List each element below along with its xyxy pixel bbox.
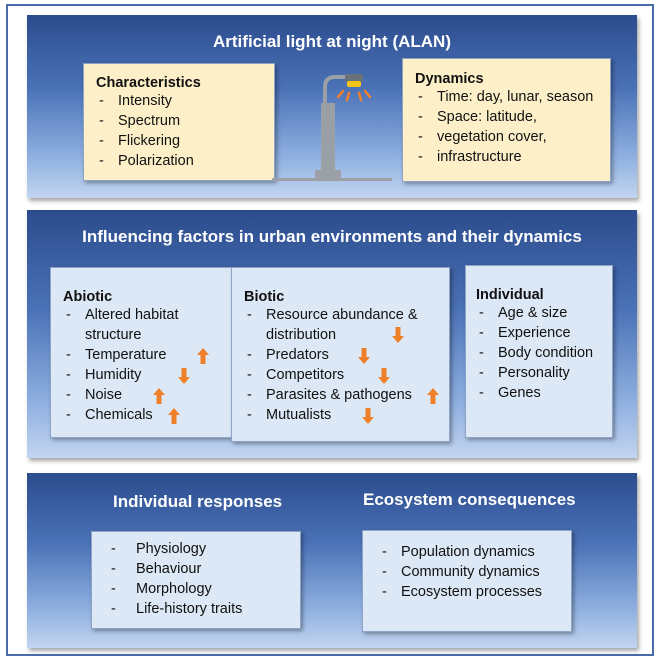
list-item: Polarization <box>96 151 264 171</box>
alan-panel: Artificial light at night (ALAN) Charact… <box>27 15 637 198</box>
list-item: Chemicals <box>63 405 229 425</box>
list-item: Temperature <box>63 345 229 365</box>
up-arrow-icon <box>427 388 439 404</box>
characteristics-box: Characteristics Intensity Spectrum Flick… <box>83 63 275 181</box>
characteristics-list: Intensity Spectrum Flickering Polarizati… <box>96 91 264 171</box>
up-arrow-icon <box>153 388 165 404</box>
street-lamp-icon <box>272 74 392 181</box>
list-item: Experience <box>476 323 606 343</box>
biotic-list: Resource abundance &distribution Predato… <box>244 305 441 425</box>
down-arrow-icon <box>178 368 190 384</box>
individual-heading: Individual <box>476 287 544 303</box>
list-item: Predators <box>244 345 441 365</box>
responses-list: Physiology Behaviour Morphology Life-his… <box>108 539 292 619</box>
list-item: Parasites & pathogens <box>244 385 441 405</box>
list-item: Space: latitude, <box>415 107 600 127</box>
up-arrow-icon <box>168 408 180 424</box>
list-item: Age & size <box>476 303 606 323</box>
alan-title: Artificial light at night (ALAN) <box>213 32 451 51</box>
list-item: Noise <box>63 385 229 405</box>
list-item: Spectrum <box>96 111 264 131</box>
list-item: Physiology <box>108 539 292 559</box>
ecosystem-list: Population dynamics Community dynamics E… <box>379 542 563 602</box>
list-item: Body condition <box>476 343 606 363</box>
responses-title: Individual responses <box>113 492 283 511</box>
list-item: Time: day, lunar, season <box>415 87 600 107</box>
list-item: infrastructure <box>415 147 600 167</box>
list-item: Community dynamics <box>379 562 563 582</box>
individual-box: Individual Age & size Experience Body co… <box>465 265 613 438</box>
list-item: Genes <box>476 383 606 403</box>
down-arrow-icon <box>378 368 390 384</box>
factors-panel: Influencing factors in urban environment… <box>27 210 637 458</box>
list-item: vegetation cover, <box>415 127 600 147</box>
list-item: Life-history traits <box>108 599 292 619</box>
list-item: Behaviour <box>108 559 292 579</box>
dynamics-heading: Dynamics <box>415 71 484 87</box>
abiotic-heading: Abiotic <box>63 289 113 305</box>
factors-title: Influencing factors in urban environment… <box>82 227 582 246</box>
up-arrow-icon <box>197 348 209 364</box>
characteristics-heading: Characteristics <box>96 75 201 91</box>
list-item: Mutualists <box>244 405 441 425</box>
down-arrow-icon <box>362 408 374 424</box>
dynamics-box: Dynamics Time: day, lunar, season Space:… <box>402 58 611 182</box>
list-item: Personality <box>476 363 606 383</box>
ecosystem-title: Ecosystem consequences <box>363 490 576 509</box>
ecosystem-box: Population dynamics Community dynamics E… <box>362 530 572 632</box>
dynamics-list: Time: day, lunar, season Space: latitude… <box>415 87 600 167</box>
list-item: Competitors <box>244 365 441 385</box>
biotic-box: Biotic Resource abundance &distribution … <box>231 267 450 442</box>
biotic-heading: Biotic <box>244 289 285 305</box>
down-arrow-icon <box>358 348 370 364</box>
list-item: Resource abundance &distribution <box>244 305 441 345</box>
outcomes-panel: Individual responses Ecosystem consequen… <box>27 473 637 648</box>
individual-list: Age & size Experience Body condition Per… <box>476 303 606 403</box>
responses-box: Physiology Behaviour Morphology Life-his… <box>91 531 301 629</box>
list-item: Ecosystem processes <box>379 582 563 602</box>
list-item: Humidity <box>63 365 229 385</box>
list-item: Intensity <box>96 91 264 111</box>
list-item: Population dynamics <box>379 542 563 562</box>
list-item: Morphology <box>108 579 292 599</box>
down-arrow-icon <box>392 327 404 343</box>
list-item: Flickering <box>96 131 264 151</box>
